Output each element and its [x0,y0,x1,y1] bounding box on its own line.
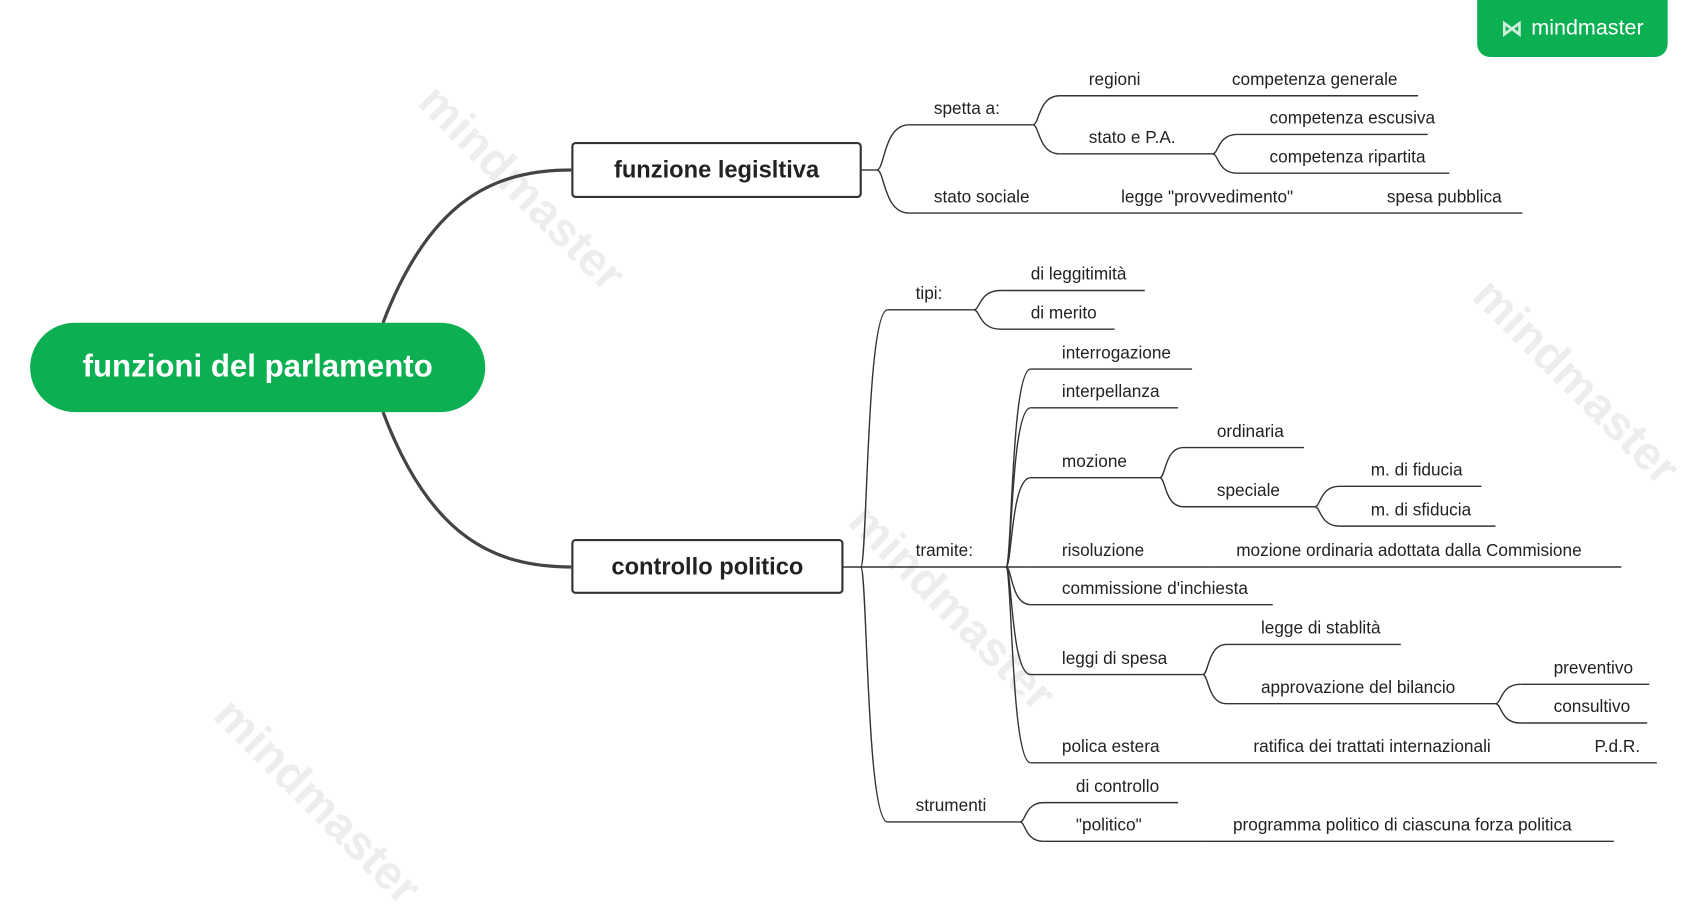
brand-badge: ⋈ mindmaster [1477,0,1668,58]
branch-connector [973,309,1001,330]
node-preventivo[interactable]: preventivo [1553,659,1634,678]
mindmaster-logo-icon: ⋈ [1501,17,1523,41]
node-di-controllo[interactable]: di controllo [1075,777,1160,797]
node-m-di-fiducia[interactable]: m. di fiducia [1370,461,1463,480]
node-ordinaria[interactable]: ordinaria [1216,422,1284,442]
node-pdr[interactable]: P.d.R. [1594,738,1641,757]
node-di-merito[interactable]: di merito [1030,304,1097,323]
branch-connector [1159,446,1184,479]
branch-connector [1495,683,1521,705]
node-mozione[interactable]: mozione [1061,452,1127,472]
node-m-di-sfiducia[interactable]: m. di sfiducia [1370,501,1472,520]
node-politico[interactable]: "politico" [1075,816,1142,835]
node-competenza-generale[interactable]: competenza generale [1231,71,1398,90]
node-competenza-escusiva[interactable]: competenza escusiva [1269,109,1436,129]
branch-connector [1005,477,1031,568]
branch-connector [1212,153,1238,174]
branch-connector [1032,124,1060,155]
node-speciale[interactable]: speciale [1216,482,1281,501]
node-tipi[interactable]: tipi: [915,285,943,304]
brand-label: mindmaster [1531,16,1644,40]
branch-connector [1159,477,1184,508]
node-approvazione-bilancio[interactable]: approvazione del bilancio [1260,678,1456,698]
branch-connector [1005,407,1032,568]
node-legge-di-stabilita[interactable]: legge di stablità [1260,619,1381,639]
node-spetta-a[interactable]: spetta a: [933,100,1000,119]
node-risoluzione[interactable]: risoluzione [1061,542,1145,561]
branch-connector [876,169,910,214]
branch-connector [860,566,888,823]
branch-connector [1314,485,1340,508]
node-mozione-ordinaria[interactable]: mozione ordinaria adottata dalla Commisi… [1236,542,1582,561]
node-di-leggitimita[interactable]: di leggitimità [1030,265,1127,285]
branch-connector [1005,566,1031,676]
node-interpellanza[interactable]: interpellanza [1061,383,1160,402]
branch-connector [1212,133,1238,155]
node-stato-sociale[interactable]: stato sociale [933,188,1030,207]
node-spesa-pubblica[interactable]: spesa pubblica [1386,188,1502,207]
node-competenza-ripartita[interactable]: competenza ripartita [1269,148,1426,167]
node-polica-estera[interactable]: polica estera [1061,738,1160,757]
branch-connector [1202,673,1227,705]
mind-map-canvas: mindmaster mindmaster mindmaster mindmas… [30,0,1687,915]
node-leggi-di-spesa[interactable]: leggi di spesa [1061,649,1168,669]
branch-connector [1495,702,1521,724]
node-consultivo[interactable]: consultivo [1553,698,1631,717]
node-strumenti[interactable]: strumenti [915,797,987,816]
branch-connector [1019,821,1044,843]
node-legge-provvedimento[interactable]: legge "provvedimento" [1121,188,1294,207]
root-connector-controllo [381,411,572,569]
node-ratifica-trattati[interactable]: ratifica dei trattati internazionali [1253,738,1491,757]
branch-connector [1019,801,1044,823]
branch-connector [1314,506,1340,527]
branch-connector [973,289,1001,311]
branch-connector [876,124,910,171]
node-controllo-politico[interactable]: controllo politico [571,539,844,594]
node-interrogazione[interactable]: interrogazione [1061,344,1172,363]
node-tramite[interactable]: tramite: [915,542,973,561]
node-commissione-inchiesta[interactable]: commissione d'inchiesta [1061,579,1248,599]
node-stato-pa[interactable]: stato e P.A. [1088,129,1176,148]
node-programma-politico[interactable]: programma politico di ciascuna forza pol… [1232,816,1572,835]
branch-connector [1202,643,1227,676]
node-regioni[interactable]: regioni [1088,71,1141,90]
branch-connector [860,309,888,568]
root-node[interactable]: funzioni del parlamento [30,322,486,413]
node-funzione-legislativa[interactable]: funzione legisltiva [571,142,862,198]
connector-lines [381,95,1657,843]
root-connector-legislativa [381,168,572,324]
branch-connector [1032,95,1060,126]
branch-connector [1005,566,1032,764]
